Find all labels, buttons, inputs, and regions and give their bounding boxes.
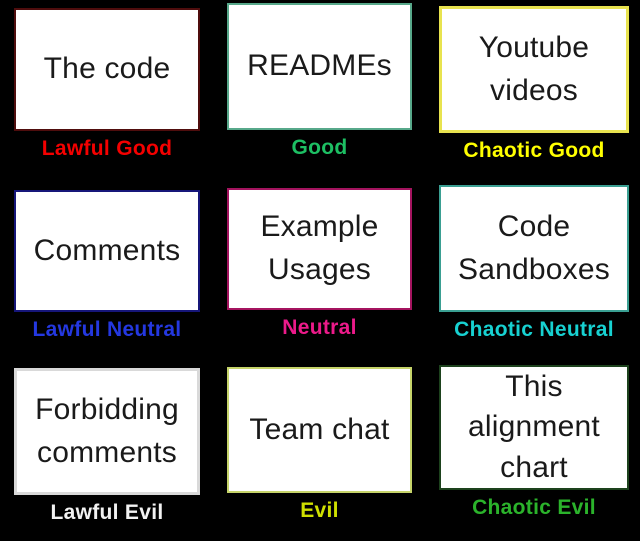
- cell-content-lawful-neutral: Comments: [33, 233, 181, 267]
- cell-label-lawful-neutral: Lawful Neutral: [32, 318, 182, 341]
- cell-lawful-neutral: Comments Lawful Neutral: [14, 180, 200, 360]
- cell-box-good: READMEs: [227, 3, 412, 130]
- cell-label-lawful-evil: Lawful Evil: [50, 501, 164, 524]
- cell-chaotic-evil: This alignment chart Chaotic Evil: [439, 360, 629, 540]
- cell-neutral: Example Usages Neutral: [227, 180, 412, 360]
- cell-lawful-good: The code Lawful Good: [14, 0, 200, 180]
- cell-chaotic-good: Youtube videos Chaotic Good: [439, 0, 629, 180]
- cell-label-neutral: Neutral: [282, 316, 357, 339]
- cell-box-chaotic-evil: This alignment chart: [439, 365, 629, 490]
- cell-good: READMEs Good: [227, 0, 412, 180]
- cell-box-lawful-evil: Forbidding comments: [14, 368, 200, 495]
- cell-content-lawful-good: The code: [43, 52, 171, 86]
- cell-label-chaotic-good: Chaotic Good: [463, 139, 605, 162]
- cell-box-lawful-good: The code: [14, 8, 200, 131]
- cell-content-neutral: Example Usages: [260, 210, 379, 286]
- cell-content-lawful-evil: Forbidding comments: [35, 392, 179, 469]
- cell-content-chaotic-good: Youtube videos: [478, 30, 590, 107]
- cell-lawful-evil: Forbidding comments Lawful Evil: [14, 360, 200, 540]
- cell-content-chaotic-evil: This alignment chart: [468, 369, 600, 484]
- cell-label-lawful-good: Lawful Good: [41, 137, 173, 160]
- cell-box-lawful-neutral: Comments: [14, 190, 200, 312]
- cell-label-chaotic-neutral: Chaotic Neutral: [454, 318, 614, 341]
- cell-content-good: READMEs: [247, 49, 392, 83]
- cell-label-evil: Evil: [300, 499, 339, 522]
- cell-box-neutral: Example Usages: [227, 188, 412, 310]
- cell-label-chaotic-evil: Chaotic Evil: [472, 496, 596, 519]
- cell-evil: Team chat Evil: [227, 360, 412, 540]
- cell-label-good: Good: [291, 136, 348, 159]
- cell-content-evil: Team chat: [249, 412, 390, 446]
- cell-chaotic-neutral: Code Sandboxes Chaotic Neutral: [439, 180, 629, 360]
- cell-content-chaotic-neutral: Code Sandboxes: [458, 209, 610, 286]
- cell-box-chaotic-neutral: Code Sandboxes: [439, 185, 629, 312]
- cell-box-chaotic-good: Youtube videos: [439, 6, 629, 133]
- cell-box-evil: Team chat: [227, 367, 412, 493]
